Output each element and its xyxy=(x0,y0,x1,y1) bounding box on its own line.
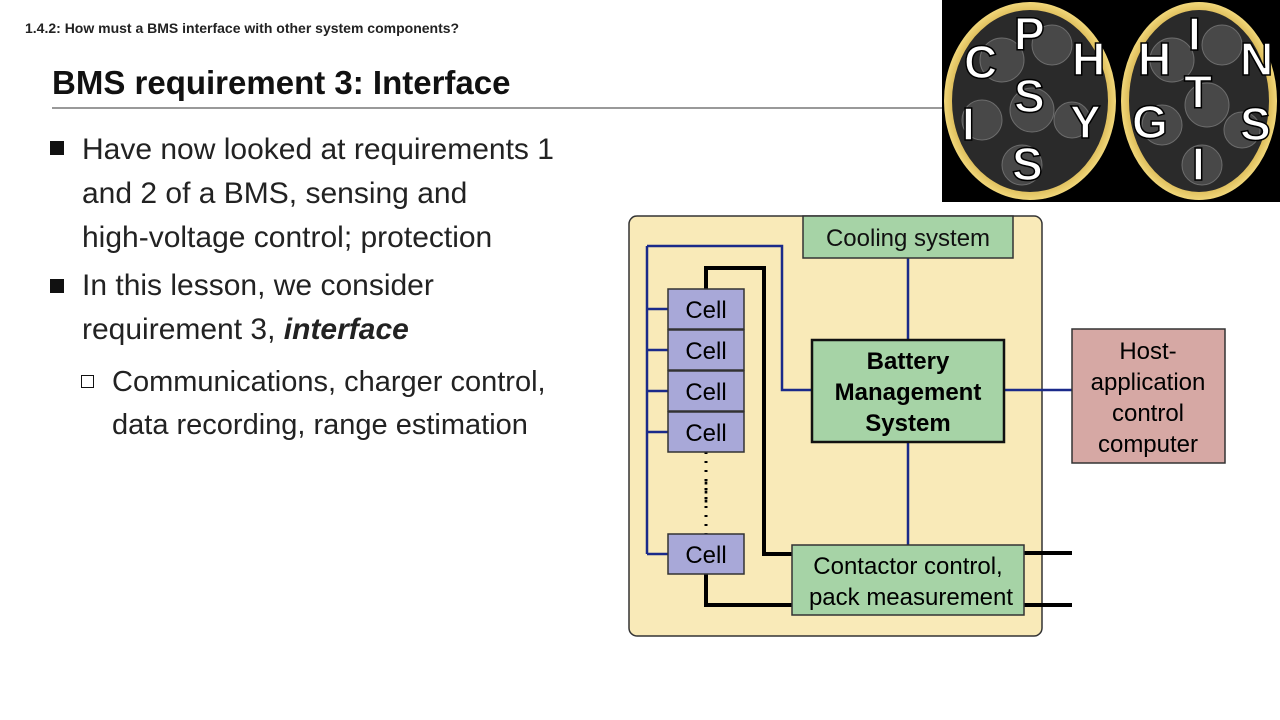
cell-box xyxy=(667,370,745,412)
bullet-2-line-2: requirement 3, interface xyxy=(82,308,434,352)
bms-box xyxy=(810,338,1006,444)
breadcrumb: 1.4.2: How must a BMS interface with oth… xyxy=(25,20,460,36)
cell-label: Cell xyxy=(685,420,726,447)
bms-label-line-3: System xyxy=(865,410,950,437)
course-logo: C P H S Y I S H I N T G S I xyxy=(942,0,1280,202)
logo-letter: I xyxy=(1192,138,1205,190)
title-divider xyxy=(52,107,942,109)
cell-box xyxy=(667,288,745,330)
cell-label: Cell xyxy=(685,297,726,324)
bms-label-line-2: Management xyxy=(835,379,982,406)
logo-letter: C xyxy=(964,36,997,88)
cell-box xyxy=(667,533,745,575)
sub-bullet: Communications, charger control, data re… xyxy=(112,361,546,447)
logo-letter: N xyxy=(1240,33,1273,85)
bullet-1: Have now looked at requirements 1 and 2 … xyxy=(82,128,554,260)
logo-letter: H xyxy=(1138,33,1171,85)
contactor-label-line-1: Contactor control, xyxy=(813,553,1002,580)
contactor-box xyxy=(791,544,1025,616)
contactor-label-line-2: pack measurement xyxy=(809,584,1013,611)
logo-letter: P xyxy=(1014,8,1045,60)
cell-ellipsis: ⋮ xyxy=(693,476,719,506)
cell-box xyxy=(667,411,745,453)
bullet-1-line-2: and 2 of a BMS, sensing and xyxy=(82,177,468,210)
host-label-line-1: Host- xyxy=(1119,338,1176,365)
logo-letter: G xyxy=(1132,96,1168,148)
host-computer-box xyxy=(1071,328,1226,464)
bullet-square-icon xyxy=(50,141,64,155)
logo-letter: T xyxy=(1184,66,1212,118)
bullet-2-emphasis: interface xyxy=(283,313,409,346)
sub-bullet-square-icon xyxy=(81,375,94,388)
cell-sense-wire xyxy=(647,244,812,392)
logo-graphic: C P H S Y I S H I N T G S I xyxy=(944,2,1277,200)
logo-letter: I xyxy=(962,98,975,150)
cell-label: Cell xyxy=(685,338,726,365)
bullet-2-line-1: In this lesson, we consider xyxy=(82,269,434,302)
logo-letter: S xyxy=(1240,98,1271,150)
cell-stack: Cell Cell Cell Cell ⋮ Cell xyxy=(667,288,745,575)
bullet-square-icon xyxy=(50,279,64,293)
bms-label-line-1: Battery xyxy=(867,348,950,375)
cell-box xyxy=(667,329,745,371)
logo-letter: Y xyxy=(1070,96,1101,148)
cell-label: Cell xyxy=(685,542,726,569)
bullet-1-line-1: Have now looked at requirements 1 xyxy=(82,133,554,166)
bullet-2: In this lesson, we consider requirement … xyxy=(82,264,434,352)
cooling-system-label: Cooling system xyxy=(826,225,990,252)
bullet-1-line-3: high-voltage control; protection xyxy=(82,221,493,254)
page-title: BMS requirement 3: Interface xyxy=(52,64,511,101)
cell-label: Cell xyxy=(685,379,726,406)
hv-negative-wire xyxy=(704,572,792,607)
host-label-line-4: computer xyxy=(1098,431,1198,458)
host-label-line-3: control xyxy=(1112,400,1184,427)
bullet-2-prefix: requirement 3, xyxy=(82,313,284,346)
logo-letter: I xyxy=(1188,8,1201,60)
sub-bullet-line-1: Communications, charger control, xyxy=(112,366,546,398)
logo-letter: S xyxy=(1014,70,1045,122)
host-label-line-2: application xyxy=(1091,369,1206,396)
logo-letter: S xyxy=(1012,138,1043,190)
hv-positive-wire xyxy=(704,266,792,556)
sub-bullet-line-2: data recording, range estimation xyxy=(112,409,528,441)
cooling-system-box xyxy=(802,215,1014,259)
logo-letter: H xyxy=(1072,33,1105,85)
